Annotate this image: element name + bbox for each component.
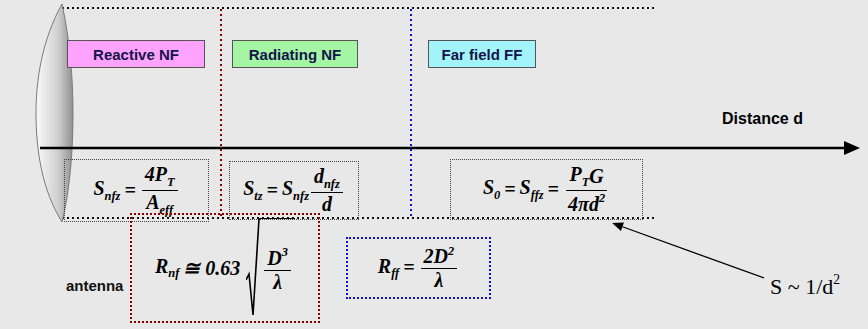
formula-symbol: d [314, 165, 324, 187]
formula-symbol: S [243, 177, 254, 199]
math-group: 2D2 [424, 245, 455, 268]
decay-law-label: S ~ 1/d2 [770, 272, 840, 300]
math-group: D3λ [246, 218, 295, 318]
range-formula-box: Rnf≅ 0.63D3λ [130, 213, 320, 323]
formula-symbol: S [282, 177, 293, 199]
formula-subscript: T [582, 175, 590, 189]
formula-term: d [322, 194, 332, 215]
axis-arrowhead [844, 141, 860, 155]
math-group: Far field FF [442, 46, 523, 63]
region-header: Far field FF [428, 40, 536, 68]
math-group: λ [431, 269, 446, 291]
formula-term: Radiating NF [249, 46, 342, 63]
formula-symbol: A [146, 191, 159, 213]
formula-term: λ [434, 270, 443, 291]
formula-superscript: 3 [282, 245, 288, 259]
math-group: S0=Sffz=PTG4πd2 [483, 164, 610, 214]
formula-subscript: 0 [494, 188, 500, 202]
formula-symbol: S [93, 177, 104, 199]
near-field-boundary [220, 9, 222, 217]
antenna-label: antenna [66, 277, 124, 294]
radical-sign [246, 218, 260, 318]
formula-term: G [589, 166, 603, 187]
formula-superscript: 2 [448, 244, 454, 258]
formula-symbol: 4P [145, 163, 167, 185]
formula-term: Far field FF [442, 46, 523, 63]
range-formula-box: Rff=2D2λ [346, 237, 491, 299]
leader-arrowhead [612, 223, 624, 231]
formula-symbol: S [483, 176, 494, 198]
leader-line [622, 227, 764, 278]
distance-axis [40, 147, 846, 150]
math-group: Stz=Snfzdnfzd [243, 166, 345, 215]
math-group: dnfzd [311, 166, 343, 215]
antenna-lens [36, 4, 73, 222]
region-top-line [62, 7, 655, 9]
formula-subscript: ffz [531, 188, 544, 202]
formula-box: Stz=Snfzdnfzd [229, 161, 359, 220]
math-group: S0 [483, 177, 500, 202]
math-group: PT [569, 164, 589, 189]
formula-subscript: ff [391, 266, 399, 280]
formula-operator: = [124, 180, 135, 201]
formula-term: Reactive NF [93, 46, 179, 63]
formula-subscript: nfz [293, 189, 309, 203]
math-group: dnfz [311, 166, 343, 193]
math-group: 2D2 [421, 245, 458, 270]
math-group: Reactive NF [93, 46, 179, 63]
formula-operator: = [403, 257, 414, 278]
math-group: Rff [378, 256, 399, 281]
math-group: Snfz= 4PTAeff [93, 164, 179, 216]
math-group: Stz [243, 178, 262, 203]
formula-term: λ [273, 272, 282, 293]
math-group: 4PT [142, 164, 178, 191]
math-group: Snfz [93, 178, 120, 203]
math-group: D3 [264, 246, 291, 271]
formula-subscript: T [167, 175, 175, 189]
math-group: D3λ [264, 246, 291, 293]
formula-subscript: nfz [324, 177, 340, 191]
math-group: dnfz [314, 166, 340, 191]
formula-symbol: 2D [424, 245, 448, 267]
math-group: Rff=2D2λ [378, 245, 459, 292]
formula-symbol: S [520, 176, 531, 198]
formula-subscript: nf [168, 266, 179, 280]
math-group: PTG4πd2 [565, 164, 608, 214]
formula-operator: = [548, 179, 559, 200]
formula-symbol: 4πd [568, 193, 599, 215]
math-group: 4πd2 [568, 192, 605, 215]
region-header: Radiating NF [232, 40, 358, 68]
math-group: 4PT [145, 164, 175, 189]
formula-symbol: R [378, 255, 391, 277]
math-group: 4πd2 [565, 191, 608, 215]
math-group: Sffz [520, 177, 544, 202]
math-group: λ [270, 271, 285, 293]
region-header: Reactive NF [67, 40, 205, 68]
formula-symbol: R [155, 255, 168, 277]
decay-law-text: S ~ 1/d [770, 274, 833, 299]
math-group: Radiating NF [249, 46, 342, 63]
axis-label: Distance d [722, 110, 803, 127]
formula-subscript: nfz [105, 189, 121, 203]
decay-law-exponent: 2 [833, 272, 840, 287]
formula-operator: = [267, 180, 278, 201]
math-group: Rnf [155, 256, 179, 281]
math-group: D3 [267, 246, 288, 269]
math-group: d [319, 193, 335, 215]
math-group: Snfz [282, 178, 309, 203]
formula-operator: = [504, 179, 515, 200]
formula-superscript: 2 [599, 191, 605, 205]
formula-symbol: P [569, 163, 581, 185]
math-group: PTG [566, 164, 606, 191]
far-field-boundary [410, 9, 412, 217]
math-group: Rnf≅ 0.63D3λ [155, 218, 295, 318]
math-group: D3λ [260, 218, 295, 318]
math-group: 2D2λ [421, 245, 458, 292]
formula-symbol: D [267, 247, 281, 269]
formula-operator: ≅ 0.63 [183, 258, 240, 279]
formula-subscript: tz [254, 189, 262, 203]
formula-box: S0=Sffz=PTG4πd2 [450, 159, 643, 220]
math-group: 4PTAeff [142, 164, 178, 216]
